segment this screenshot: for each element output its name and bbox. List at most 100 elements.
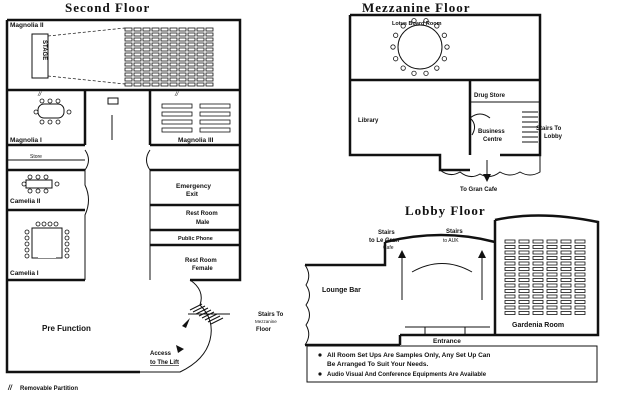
chair bbox=[393, 56, 399, 62]
theater-seat bbox=[205, 37, 214, 42]
gardenia-seat bbox=[560, 311, 572, 315]
theater-seat bbox=[205, 27, 214, 32]
magnolia-i-table bbox=[37, 103, 65, 119]
stairs-mezz-label-3: Floor bbox=[256, 327, 272, 333]
stairs-auk-label-2: to AUK bbox=[443, 238, 459, 244]
theater-seat bbox=[142, 52, 151, 57]
theater-seat bbox=[205, 32, 214, 37]
gardenia-seat bbox=[504, 283, 516, 288]
lobby-floor-title: Lobby Floor bbox=[405, 203, 486, 218]
classroom-desk bbox=[161, 111, 193, 117]
partition-legend-symbol: // bbox=[7, 385, 13, 392]
theater-seat bbox=[196, 42, 205, 47]
chair bbox=[43, 188, 49, 194]
theater-seat bbox=[178, 67, 187, 72]
gardenia-seat bbox=[560, 289, 572, 293]
theater-seat bbox=[178, 37, 187, 42]
board-room-table bbox=[397, 24, 443, 70]
chair bbox=[393, 32, 399, 38]
theater-seat bbox=[133, 72, 142, 77]
stair-step bbox=[195, 307, 209, 315]
second-floor-plan: STAGE // // bbox=[5, 18, 284, 392]
gardenia-seat bbox=[546, 261, 558, 266]
stair-step bbox=[198, 309, 212, 317]
theater-seat bbox=[187, 62, 196, 67]
gardenia-seat bbox=[546, 239, 558, 244]
theater-seat bbox=[142, 67, 151, 72]
chair bbox=[423, 70, 429, 76]
theater-seat bbox=[187, 57, 196, 62]
chair bbox=[21, 181, 27, 187]
gardenia-seat bbox=[518, 289, 530, 293]
chair bbox=[411, 18, 417, 24]
chair bbox=[24, 241, 30, 247]
mezzanine-floor-title: Mezzanine Floor bbox=[362, 0, 471, 15]
theater-seat bbox=[205, 52, 214, 57]
gardenia-seat bbox=[518, 261, 530, 266]
magnolia-i-chairs bbox=[33, 98, 72, 125]
stair-step bbox=[189, 303, 203, 311]
theater-seat bbox=[178, 82, 187, 87]
theater-seat bbox=[160, 62, 169, 67]
stairs-lobby-label-1: Stairs To bbox=[536, 126, 562, 132]
theater-seat bbox=[142, 42, 151, 47]
stair-step bbox=[210, 317, 224, 325]
theater-seat bbox=[196, 32, 205, 37]
note-1-line-2: Be Arranged To Suit Your Needs. bbox=[327, 361, 428, 368]
theater-seat bbox=[178, 42, 187, 47]
lounge-irregular-left bbox=[304, 264, 310, 346]
gardenia-seat bbox=[560, 283, 572, 288]
theater-seating bbox=[124, 27, 214, 87]
gardenia-seat bbox=[504, 294, 516, 299]
second-floor-outer-wall-right bbox=[190, 148, 242, 282]
theater-seat bbox=[142, 72, 151, 77]
gardenia-seat bbox=[532, 278, 544, 282]
gardenia-seat bbox=[560, 239, 572, 244]
gardenia-seat bbox=[518, 245, 530, 249]
chair bbox=[24, 253, 30, 259]
theater-seat bbox=[196, 52, 205, 57]
theater-seat bbox=[151, 27, 160, 32]
stairs-arrow-left bbox=[398, 250, 406, 258]
mezzanine-floor-plan: Lotus Board Room Library Drug Store Busi… bbox=[348, 13, 563, 193]
note-2: Audio Visual And Conference Equipments A… bbox=[327, 372, 487, 378]
gardenia-seat bbox=[518, 250, 530, 255]
gardenia-seat bbox=[546, 267, 558, 271]
gardenia-seat bbox=[546, 294, 558, 299]
gardenia-seat bbox=[504, 272, 516, 277]
note-bullet-1 bbox=[318, 353, 322, 357]
gardenia-seat bbox=[560, 245, 572, 249]
theater-seat bbox=[169, 32, 178, 37]
lift-arrow-head bbox=[176, 345, 184, 353]
chair bbox=[47, 221, 53, 227]
theater-seat bbox=[196, 67, 205, 72]
theater-seat bbox=[196, 47, 205, 52]
rest-room-male-label-1: Rest Room bbox=[186, 211, 218, 217]
gardenia-seat bbox=[546, 289, 558, 293]
corridor-right-wall bbox=[146, 149, 151, 280]
library-label: Library bbox=[358, 118, 379, 124]
stairs-auk-label-1: Stairs bbox=[446, 229, 463, 235]
magnolia-iii-label: Magnolia III bbox=[178, 137, 214, 144]
gardenia-room-seating bbox=[504, 239, 586, 315]
theater-seat bbox=[151, 77, 160, 82]
theater-seat bbox=[151, 82, 160, 87]
corridor-fixture bbox=[107, 97, 119, 105]
theater-seat bbox=[133, 32, 142, 37]
chair bbox=[39, 119, 45, 125]
camelia-i-chairs bbox=[24, 221, 70, 259]
gardenia-seat bbox=[504, 261, 516, 266]
stage-sightline-bottom bbox=[47, 75, 126, 85]
classroom-desk bbox=[161, 127, 193, 133]
chair bbox=[64, 229, 70, 235]
lobby-arch bbox=[384, 233, 496, 244]
chair bbox=[411, 70, 417, 76]
camelia-ii-table bbox=[25, 179, 53, 189]
magnolia-ii-label: Magnolia II bbox=[10, 22, 44, 29]
theater-seat bbox=[205, 72, 214, 77]
gardenia-seat bbox=[560, 305, 572, 310]
theater-seat bbox=[196, 72, 205, 77]
chair bbox=[53, 221, 59, 227]
theater-seat bbox=[187, 72, 196, 77]
stair-step bbox=[201, 311, 215, 319]
